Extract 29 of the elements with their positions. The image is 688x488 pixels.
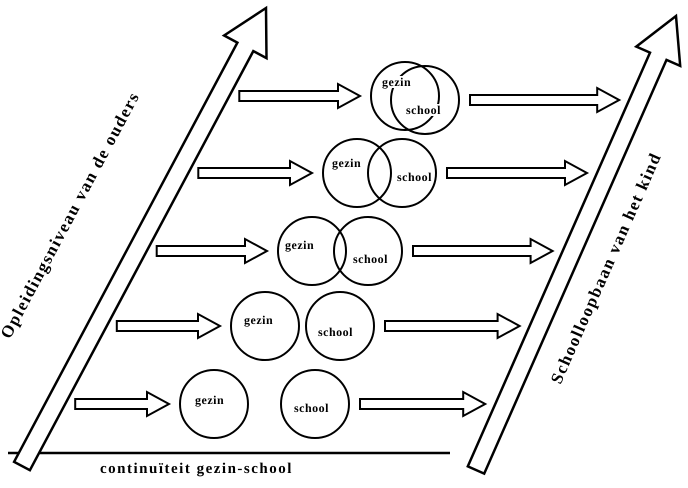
circle-label: school [405,104,442,116]
hollow-arrow [238,82,362,110]
circle-label: gezin [284,239,316,251]
hollow-arrow [469,86,622,114]
circle [179,369,249,439]
circle-label: school [352,253,390,265]
circle-label: gezin [331,157,362,169]
circle [305,291,375,361]
circle [322,138,392,208]
hollow-arrow [116,312,222,340]
hollow-arrow [359,390,488,418]
circle-label: gezin [381,76,412,88]
hollow-arrow [74,390,172,418]
circle-label: gezin [194,394,226,406]
axis-title: continuïteit gezin-school [100,462,293,477]
circle [277,216,347,286]
circle-label: school [396,171,434,183]
circle [367,138,437,208]
circle-label: gezin [243,314,274,326]
circle [333,216,403,286]
circle-label: school [317,326,354,338]
circle-label: school [293,402,330,414]
hollow-arrow [156,237,270,265]
circle [230,291,300,361]
hollow-arrow [197,159,314,187]
hollow-arrow [446,159,590,187]
hollow-arrow [384,312,522,340]
hollow-arrow [412,237,555,265]
circle [280,369,350,439]
